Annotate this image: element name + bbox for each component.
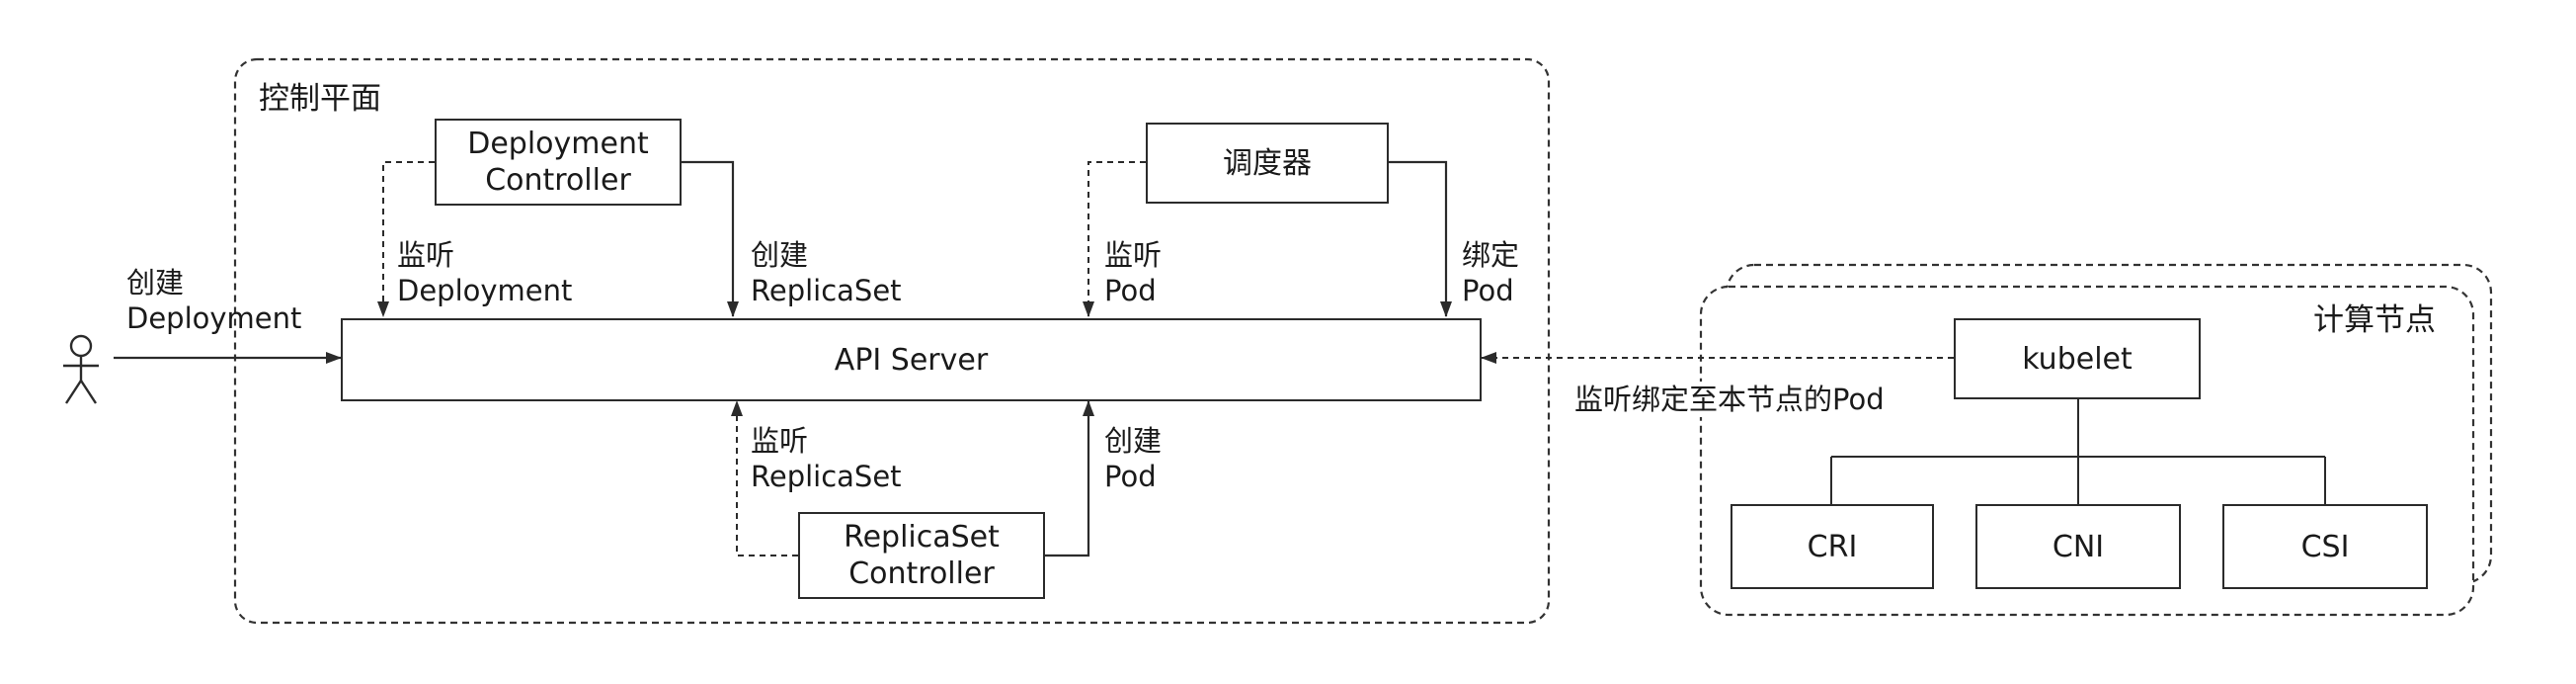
label-sched-bind-line2: Pod [1462,274,1514,307]
arrow-dc-create [682,160,739,317]
deployment-controller-line2: Controller [485,163,631,198]
label-dc-create: 创建 ReplicaSet [751,237,902,308]
label-user-create-line1: 创建 [126,266,185,299]
replicaset-controller-line1: ReplicaSet [844,520,1000,555]
kubelet-connectors [1830,399,2326,504]
label-rsc-watch-line2: ReplicaSet [751,460,902,493]
label-rsc-create: 创建 Pod [1104,423,1162,494]
label-rsc-create-line1: 创建 [1104,424,1163,458]
label-user-create: 创建 Deployment [126,265,301,336]
label-dc-watch-line1: 监听 [397,238,455,272]
label-rsc-create-line2: Pod [1104,460,1157,493]
csi-label: CSI [2300,529,2350,564]
label-sched-watch-line1: 监听 [1104,238,1163,272]
control-plane-region [233,57,1551,625]
label-dc-create-line1: 创建 [751,238,809,272]
arrow-dc-watch [377,161,435,317]
label-dc-watch-line2: Deployment [397,274,573,307]
replicaset-controller-box: ReplicaSet Controller [798,512,1045,599]
label-sched-bind-line1: 绑定 [1462,238,1520,272]
control-plane-title: 控制平面 [259,81,381,117]
arrow-rsc-watch [731,400,798,556]
cri-label: CRI [1807,529,1858,564]
cni-label: CNI [2052,529,2105,564]
api-server-label: API Server [834,342,989,378]
scheduler-box: 调度器 [1146,123,1389,204]
cni-box: CNI [1975,504,2181,589]
label-rsc-watch-line1: 监听 [751,424,809,458]
api-server-box: API Server [341,318,1482,401]
deployment-controller-line1: Deployment [467,127,649,161]
label-user-create-line2: Deployment [126,301,302,335]
label-sched-watch: 监听 Pod [1104,237,1162,308]
kubelet-label: kubelet [2022,341,2133,377]
arrow-rsc-create [1045,400,1094,557]
label-dc-create-line2: ReplicaSet [751,274,902,307]
cri-box: CRI [1731,504,1934,589]
label-dc-watch: 监听 Deployment [397,237,572,308]
compute-node-title: 计算节点 [2313,302,2436,338]
scheduler-label: 调度器 [1223,145,1312,181]
user-icon [63,334,99,404]
arrow-sched-bind [1389,160,1452,317]
label-kubelet-watch: 监听绑定至本节点的Pod [1574,382,1885,417]
label-sched-bind: 绑定 Pod [1462,237,1519,308]
deployment-controller-box: Deployment Controller [435,119,682,206]
replicaset-controller-line2: Controller [848,556,995,591]
label-rsc-watch: 监听 ReplicaSet [751,423,902,494]
csi-box: CSI [2222,504,2428,589]
kubelet-box: kubelet [1954,318,2201,399]
label-sched-watch-line2: Pod [1104,274,1157,307]
arrow-sched-watch [1083,161,1146,317]
